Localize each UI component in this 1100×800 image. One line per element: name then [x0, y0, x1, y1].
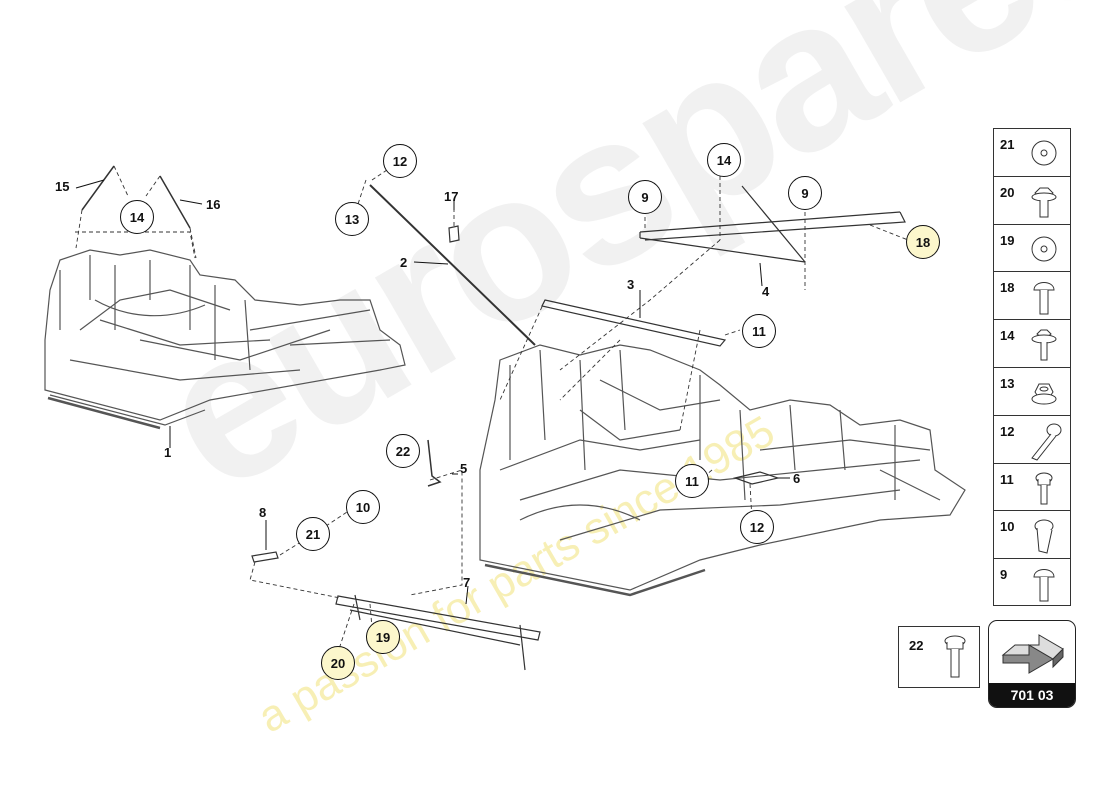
- fastener-row-18[interactable]: 18: [994, 272, 1070, 321]
- callout-11[interactable]: 11: [675, 464, 709, 498]
- fastener-number: 22: [909, 638, 924, 653]
- fastener-legend: 21 20 19 18 14 13 12 11 10 9: [993, 128, 1071, 606]
- flange-bolt-icon: [1031, 187, 1057, 218]
- part-label-17: 17: [444, 189, 459, 204]
- rear-frame: [479, 344, 966, 597]
- callout-10[interactable]: 10: [346, 490, 380, 524]
- fastener-number: 11: [1000, 471, 1014, 487]
- callout-9[interactable]: 9: [628, 180, 662, 214]
- fastener-number: 10: [1000, 519, 1015, 535]
- shoulder-bolt-icon: [1034, 519, 1054, 555]
- arrow-icon: [1001, 634, 1064, 674]
- fastener-number: 9: [1000, 567, 1008, 583]
- part-label-15: 15: [55, 179, 70, 194]
- fastener-number: 13: [1000, 376, 1015, 391]
- fastener-22-box[interactable]: 22: [898, 626, 980, 688]
- fastener-row-14[interactable]: 14: [994, 320, 1070, 368]
- fastener-row-19[interactable]: 19: [994, 225, 1070, 273]
- fastener-number: 21: [1000, 137, 1015, 152]
- fastener-number: 19: [1000, 232, 1015, 248]
- callout-18[interactable]: 18: [906, 225, 940, 259]
- fastener-row-12[interactable]: 12: [994, 416, 1070, 464]
- fastener-row-21[interactable]: 21: [994, 129, 1070, 177]
- fastener-row-20[interactable]: 20: [994, 177, 1070, 225]
- part-label-2: 2: [400, 255, 408, 270]
- next-page-button[interactable]: 701 03: [988, 620, 1076, 708]
- hex-flange-bolt-icon: [1031, 329, 1057, 361]
- part-label-3: 3: [627, 277, 635, 292]
- callout-12[interactable]: 12: [740, 510, 774, 544]
- fastener-number: 18: [1000, 280, 1015, 296]
- fastener-row-10[interactable]: 10: [994, 511, 1070, 560]
- fastener-number: 12: [1000, 423, 1015, 439]
- callout-14[interactable]: 14: [120, 200, 154, 234]
- fastener-row-13[interactable]: 13: [994, 368, 1070, 416]
- callout-14[interactable]: 14: [707, 143, 741, 177]
- part-label-8: 8: [259, 505, 267, 520]
- callout-20[interactable]: 20: [321, 646, 355, 680]
- callout-13[interactable]: 13: [335, 202, 369, 236]
- long-bolt-icon: [1031, 423, 1062, 461]
- washer-icon: [1031, 236, 1057, 262]
- hex-nut-icon: [1031, 383, 1057, 405]
- fastener-number: 20: [1000, 184, 1015, 200]
- callout-19[interactable]: 19: [366, 620, 400, 654]
- front-frame: [44, 249, 406, 430]
- part-label-4: 4: [762, 284, 770, 299]
- washer-icon: [1031, 140, 1057, 166]
- callout-12[interactable]: 12: [383, 144, 417, 178]
- round-head-bolt-icon: [1033, 282, 1055, 315]
- fastener-row-9[interactable]: 9: [994, 559, 1070, 607]
- callout-9[interactable]: 9: [788, 176, 822, 210]
- part-label-1: 1: [164, 445, 172, 460]
- part-label-7: 7: [463, 575, 471, 590]
- torx-bolt-icon: [944, 635, 966, 678]
- part-label-16: 16: [206, 197, 221, 212]
- page-code: 701 03: [989, 683, 1075, 707]
- callout-21[interactable]: 21: [296, 517, 330, 551]
- round-head-bolt-icon: [1033, 569, 1055, 602]
- part-label-5: 5: [460, 461, 468, 476]
- part-label-6: 6: [793, 471, 801, 486]
- callout-11[interactable]: 11: [742, 314, 776, 348]
- fastener-number: 14: [1000, 328, 1015, 344]
- callout-22[interactable]: 22: [386, 434, 420, 468]
- fastener-row-11[interactable]: 11: [994, 464, 1070, 512]
- torx-bolt-icon: [1035, 472, 1053, 505]
